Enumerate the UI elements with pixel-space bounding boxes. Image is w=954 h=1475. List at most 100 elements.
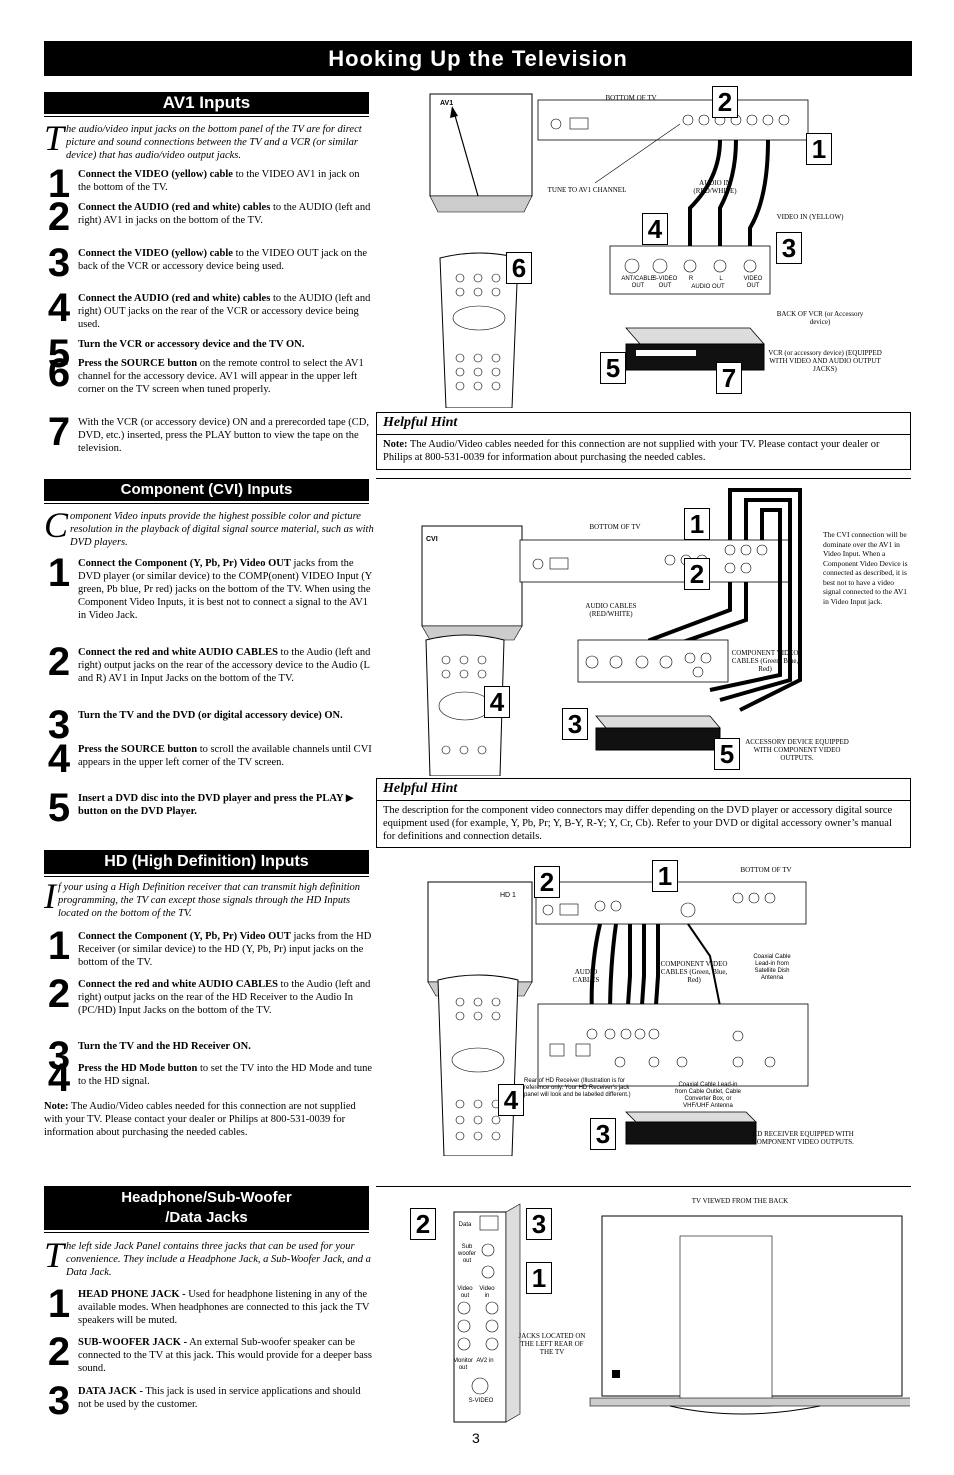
callout-4: 4: [484, 686, 510, 718]
step-bold: Press the SOURCE button: [78, 744, 198, 755]
intro-text: he left side Jack Panel contains three j…: [66, 1241, 371, 1278]
av1-heading: AV1 Inputs: [44, 92, 369, 114]
step-text: to the VIDEO OUT jack on the back of the…: [78, 248, 368, 272]
cvi-step-3: 3 Turn the TV and the DVD (or digital acc…: [44, 705, 374, 745]
hint-bold: Note:: [383, 439, 408, 450]
step-text: Insert a DVD disc into the DVD player an…: [78, 793, 354, 817]
step-text: This jack is used in service application…: [78, 1386, 361, 1410]
hd-coax-sat-label: Coaxial Cable Lead-in from Satellite Dis…: [753, 954, 791, 981]
back-of-vcr-label: BACK OF VCR (or Accessory device): [776, 310, 864, 326]
step-bold: DATA JACK -: [78, 1386, 143, 1397]
page-number: 3: [472, 1430, 480, 1446]
note-text: The Audio/Video cables needed for this c…: [44, 1101, 356, 1138]
step-number: 6: [47, 351, 71, 395]
headphone-jack-icon: [481, 1265, 495, 1279]
hd-heading: HD (High Definition) Inputs: [44, 850, 369, 874]
vcr-note-label: VCR (or accessory device) (EQUIPPED WITH…: [768, 349, 882, 373]
step-number: 3: [47, 1379, 71, 1423]
intro-text: he audio/video input jacks on the bottom…: [66, 124, 362, 161]
dvd-device: [595, 727, 721, 751]
hd-step-3: 3 Turn the TV and the HD Receiver ON.: [44, 1036, 374, 1076]
callout-2: 2: [410, 1208, 436, 1240]
step-text: on the remote control to select the AV1 …: [78, 358, 364, 395]
drop-cap: T: [44, 118, 65, 158]
subwoofer-jack-icon: [481, 1243, 495, 1257]
step-number: 3: [47, 1034, 71, 1078]
headphone-rule: [44, 1232, 369, 1233]
drop-cap: I: [44, 876, 56, 916]
cvi-accessory-label: ACCESSORY DEVICE EQUIPPED WITH COMPONENT…: [745, 738, 849, 762]
callout-2: 2: [684, 558, 710, 590]
cables: [688, 139, 770, 248]
hint-title: Helpful Hint: [377, 413, 910, 435]
step-bold: Connect the AUDIO (red and white) cables: [78, 293, 271, 304]
tv-screen: [429, 93, 533, 197]
step-text: With the VCR (or accessory device) ON an…: [78, 417, 369, 454]
step-text: to the Audio (left and right) output jac…: [78, 979, 371, 1016]
hint-body: The description for the component video …: [383, 805, 893, 842]
step-text: An external Sub-woofer speaker can be co…: [78, 1337, 372, 1374]
hd-rear-note: Rear of HD Receiver (Illustration is for…: [524, 1078, 631, 1098]
callout-3: 3: [590, 1118, 616, 1150]
audio-in-label: AUDIO IN (RED/WHITE): [693, 179, 737, 195]
callout-2: 2: [712, 86, 738, 118]
av1-screen-label: AV1: [440, 100, 454, 107]
av1-step-5: 5 Turn the VCR or accessory device and th…: [44, 334, 374, 374]
panel-label-data: Data: [458, 1222, 472, 1228]
cvi-component-label: COMPONENT VIDEO CABLES (Green, Blue, Red…: [731, 649, 799, 673]
step-text: to the VIDEO AV1 in jack on the bottom o…: [78, 169, 360, 193]
note-bold: Note:: [44, 1101, 69, 1112]
jack-label-audio-out: AUDIO OUT: [691, 284, 725, 290]
hd-rule: [44, 876, 369, 877]
step-bold: Turn the TV and the HD Receiver ON.: [78, 1041, 251, 1052]
arrow-head: [450, 106, 458, 118]
step-number: 3: [47, 703, 71, 747]
drop-cap: T: [44, 1235, 65, 1275]
step-text: to the AUDIO (left and right) AV1 in jac…: [78, 202, 371, 226]
callout-5: 5: [714, 738, 740, 770]
step-number: 1: [47, 1282, 71, 1326]
step-number: 2: [47, 972, 71, 1016]
jack-label-l: L: [719, 276, 723, 282]
hd-diagram-art: [427, 881, 809, 1157]
callout-1: 1: [806, 133, 832, 165]
cvi-heading: Component (CVI) Inputs: [44, 479, 369, 501]
cvi-rule: [44, 503, 369, 504]
step-bold: Turn the TV and the DVD (or digital acce…: [78, 710, 343, 721]
arrow-line: [453, 111, 479, 197]
remote-icon: [439, 252, 519, 409]
step-number: 5: [47, 332, 71, 376]
jack-label-r: R: [688, 276, 694, 282]
step-bold: Connect the red and white AUDIO CABLES: [78, 979, 278, 990]
cvi-side-note: The CVI connection will be dominate over…: [823, 530, 908, 606]
callout-2: 2: [534, 866, 560, 898]
cvi-diagram-art: [421, 488, 802, 777]
remote-icon: [425, 634, 505, 777]
av1-diagram-art: [429, 93, 809, 409]
headphone-heading: Headphone/Sub-Woofer /Data Jacks: [44, 1186, 369, 1230]
hint-body: Note: The Audio/Video cables needed for …: [377, 435, 910, 467]
heading-line-2: /Data Jacks: [165, 1209, 248, 1226]
callout-3: 3: [562, 708, 588, 740]
data-jack-icon: [479, 1215, 499, 1231]
hint-title: Helpful Hint: [377, 779, 910, 801]
step-bold: Press the HD Mode button: [78, 1063, 198, 1074]
panel-label-video-out: Video out: [457, 1286, 473, 1299]
hd-receiver-device: [625, 1121, 757, 1145]
step-number: 1: [47, 924, 71, 968]
hd-note: Note: The Audio/Video cables needed for …: [44, 1100, 364, 1139]
cvi-hint-box: Helpful Hint The description for the com…: [376, 778, 911, 848]
step-bold: Turn the VCR or accessory device and the…: [78, 339, 305, 350]
